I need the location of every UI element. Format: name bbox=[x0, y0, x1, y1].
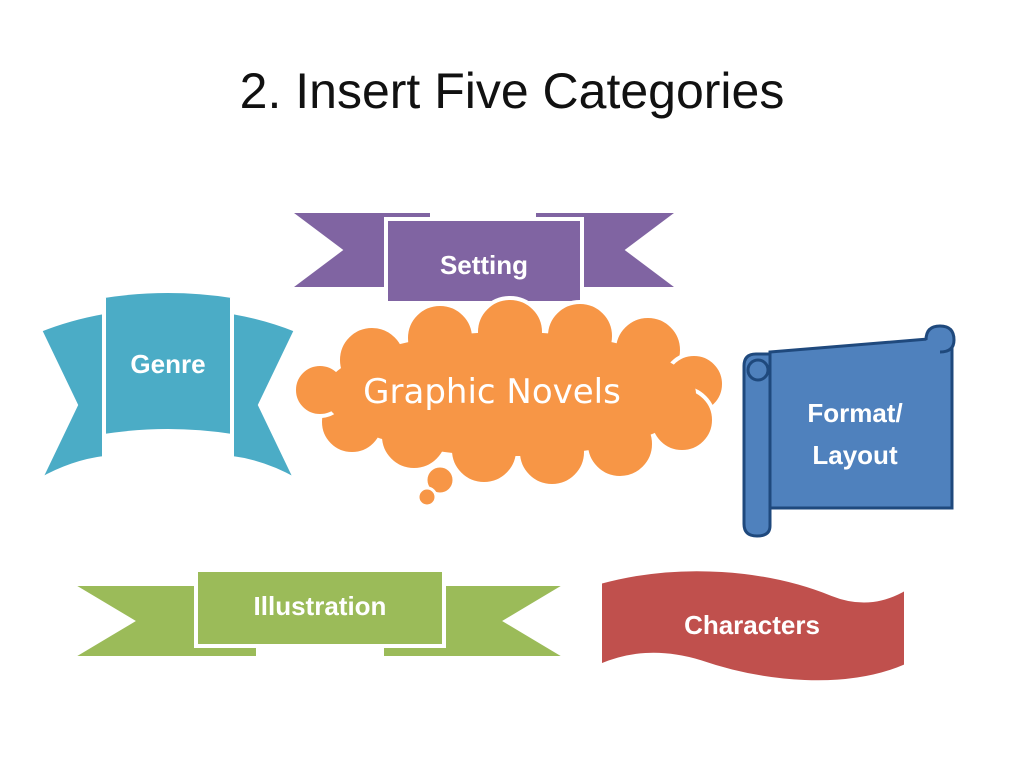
characters-banner: Characters bbox=[598, 567, 908, 685]
setting-label: Setting bbox=[440, 250, 528, 280]
format-layout-scroll: Format/ Layout bbox=[742, 324, 956, 538]
graphic-novels-label: Graphic Novels bbox=[363, 372, 621, 412]
slide-title: 2. Insert Five Categories bbox=[239, 63, 785, 119]
layout-label: Layout bbox=[812, 440, 898, 470]
genre-label: Genre bbox=[130, 349, 205, 379]
graphic-novels-cloud: Graphic Novels bbox=[292, 296, 726, 508]
illustration-ribbon: Illustration bbox=[62, 568, 576, 660]
illustration-label: Illustration bbox=[254, 591, 387, 621]
setting-ribbon: Setting bbox=[282, 209, 686, 305]
characters-label: Characters bbox=[684, 610, 820, 640]
genre-ribbon: Genre bbox=[35, 289, 301, 485]
format-label: Format/ bbox=[807, 398, 902, 428]
